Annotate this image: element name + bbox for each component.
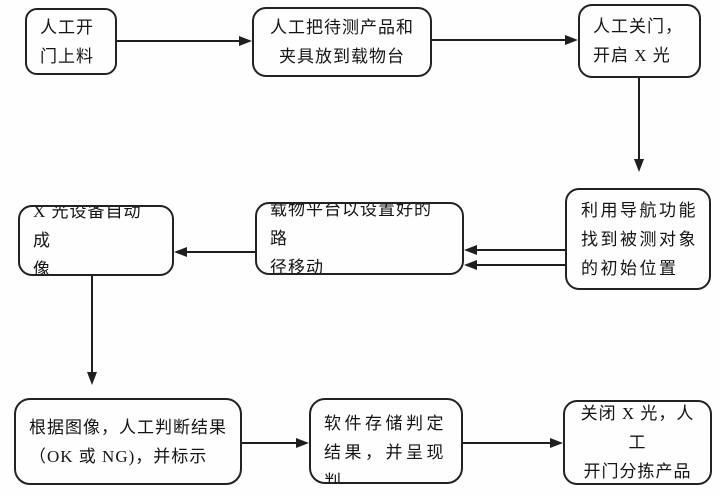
node-navigate-to-initial-position: 利用导航功能 找到被测对象 的初始位置 [565, 188, 711, 290]
arrowhead-icon [174, 247, 187, 257]
node-place-product-on-stage: 人工把待测产品和 夹具放到载物台 [252, 7, 432, 77]
node-xray-off-unload-product: 关闭 X 光，人工 开门分拣产品 [563, 400, 712, 485]
arrowhead-icon [239, 36, 252, 46]
arrowhead-icon [464, 245, 477, 255]
edge-n8-n9 [463, 438, 563, 448]
edge-n5-n6 [174, 247, 255, 257]
edge-n6-n7 [87, 276, 97, 385]
node-label: 根据图像，人工判断结果 （OK 或 NG)，并标示 [29, 417, 227, 466]
edge-n3-n4 [634, 78, 644, 172]
arrowhead-icon [87, 372, 97, 385]
edge-n7-n8 [242, 438, 309, 448]
arrowhead-icon [464, 260, 477, 270]
node-label: 人工关门， 开启 X 光 [593, 17, 683, 65]
arrowhead-icon [565, 35, 578, 45]
arrowhead-icon [550, 438, 563, 448]
arrowhead-icon [296, 438, 309, 448]
node-manual-open-door-load: 人工开 门上料 [25, 8, 117, 75]
node-software-store-result: 软件存储判定 结果，并呈现判 定结果图 [309, 398, 463, 484]
node-label: 载物平台以设置好的路 径移动 [270, 202, 432, 275]
edge-n1-n2 [117, 36, 252, 46]
edge-n4-n5-lower [464, 260, 565, 270]
node-close-door-start-xray: 人工关门， 开启 X 光 [578, 4, 701, 78]
arrowhead-icon [634, 159, 644, 172]
node-xray-auto-imaging: X 光设备自动成 像 [18, 205, 174, 276]
node-label: 人工把待测产品和 夹具放到载物台 [270, 18, 414, 66]
edge-n2-n3 [432, 35, 578, 45]
edge-n4-n5-upper [464, 245, 565, 255]
node-label: 利用导航功能 找到被测对象 的初始位置 [581, 200, 698, 278]
node-label: 软件存储判定 结果，并呈现判 定结果图 [324, 414, 447, 484]
node-label: 人工开 门上料 [40, 17, 94, 66]
node-manual-judge-result: 根据图像，人工判断结果 （OK 或 NG)，并标示 [14, 398, 242, 485]
node-stage-moves-along-path: 载物平台以设置好的路 径移动 [255, 202, 464, 275]
node-label: X 光设备自动成 像 [33, 205, 142, 276]
node-label: 关闭 X 光，人工 开门分拣产品 [580, 404, 695, 481]
